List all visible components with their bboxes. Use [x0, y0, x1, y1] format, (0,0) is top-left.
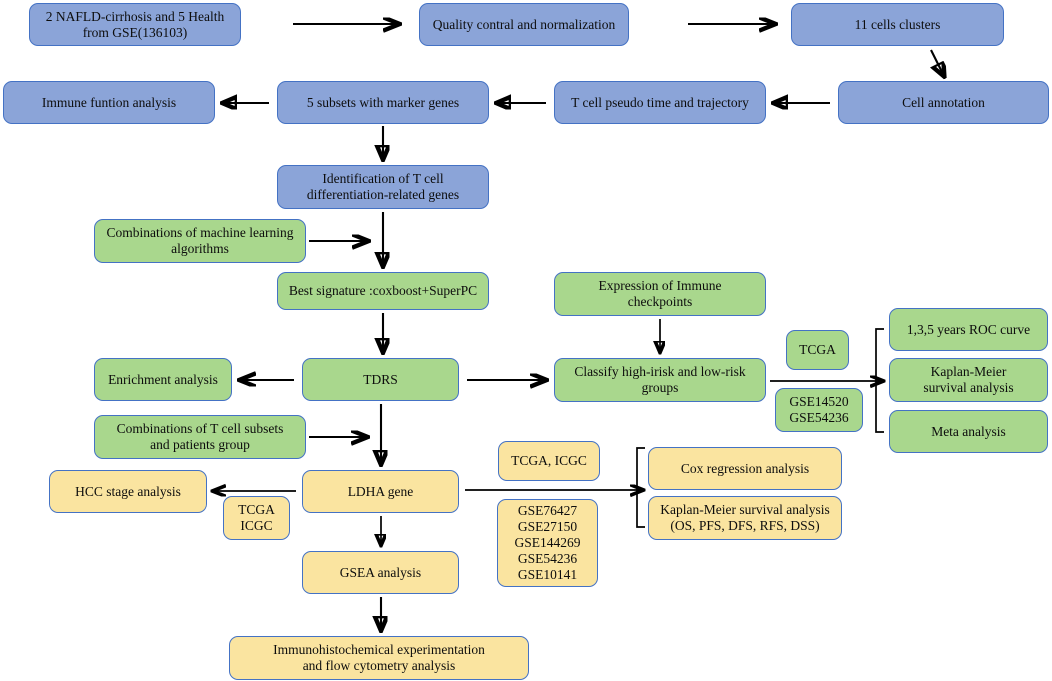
node-roc-curve-1-3-5-years[interactable]: 1,3,5 years ROC curve — [889, 308, 1048, 351]
node-tcga-cohort[interactable]: TCGA — [786, 330, 849, 370]
node-classify-high-low-risk-groups[interactable]: Classify high-irisk and low-risk groups — [554, 358, 766, 402]
node-tdrs[interactable]: TDRS — [302, 358, 459, 401]
node-quality-control-normalization[interactable]: Quality contral and normalization — [419, 3, 629, 46]
node-enrichment-analysis[interactable]: Enrichment analysis — [94, 358, 232, 401]
node-best-signature-coxboost-superpc[interactable]: Best signature :coxboost+SuperPC — [277, 272, 489, 310]
node-cell-annotation[interactable]: Cell annotation — [838, 81, 1049, 124]
node-kaplan-meier-survival-analysis[interactable]: Kaplan-Meier survival analysis — [889, 358, 1048, 402]
node-gse-cohort-list[interactable]: GSE76427 GSE27150 GSE144269 GSE54236 GSE… — [497, 499, 598, 587]
node-cells-clusters[interactable]: 11 cells clusters — [791, 3, 1004, 46]
node-combinations-t-cell-subsets[interactable]: Combinations of T cell subsets and patie… — [94, 415, 306, 459]
node-5-subsets-marker-genes[interactable]: 5 subsets with marker genes — [277, 81, 489, 124]
node-t-cell-pseudo-time-trajectory[interactable]: T cell pseudo time and trajectory — [554, 81, 766, 124]
node-gsea-analysis[interactable]: GSEA analysis — [302, 551, 459, 594]
edge-n03-n04 — [931, 49, 944, 76]
node-gse14520-gse54236[interactable]: GSE14520 GSE54236 — [775, 388, 863, 432]
node-combinations-machine-learning[interactable]: Combinations of machine learning algorit… — [94, 219, 306, 263]
node-meta-analysis[interactable]: Meta analysis — [889, 410, 1048, 453]
node-expression-immune-checkpoints[interactable]: Expression of Immune checkpoints — [554, 272, 766, 316]
node-tcga-icgc-stacked[interactable]: TCGA ICGC — [223, 496, 290, 540]
bracket-roc-km-meta — [875, 328, 884, 433]
node-kaplan-meier-os-pfs-dfs-rfs-dss[interactable]: Kaplan-Meier survival analysis (OS, PFS,… — [648, 496, 842, 540]
node-cox-regression-analysis[interactable]: Cox regression analysis — [648, 447, 842, 490]
node-ihc-flow-cytometry-analysis[interactable]: Immunohistochemical experimentation and … — [229, 636, 529, 680]
node-identification-t-cell-diff-genes[interactable]: Identification of T cell differentiation… — [277, 165, 489, 209]
node-tcga-icgc-inline[interactable]: TCGA, ICGC — [498, 441, 600, 481]
bracket-cox-km — [636, 447, 645, 528]
node-immune-funtion-analysis[interactable]: Immune funtion analysis — [3, 81, 215, 124]
node-nafld-cirrhosis-health-gse[interactable]: 2 NAFLD-cirrhosis and 5 Health from GSE(… — [29, 3, 241, 46]
node-ldha-gene[interactable]: LDHA gene — [302, 470, 459, 513]
node-hcc-stage-analysis[interactable]: HCC stage analysis — [49, 470, 207, 513]
